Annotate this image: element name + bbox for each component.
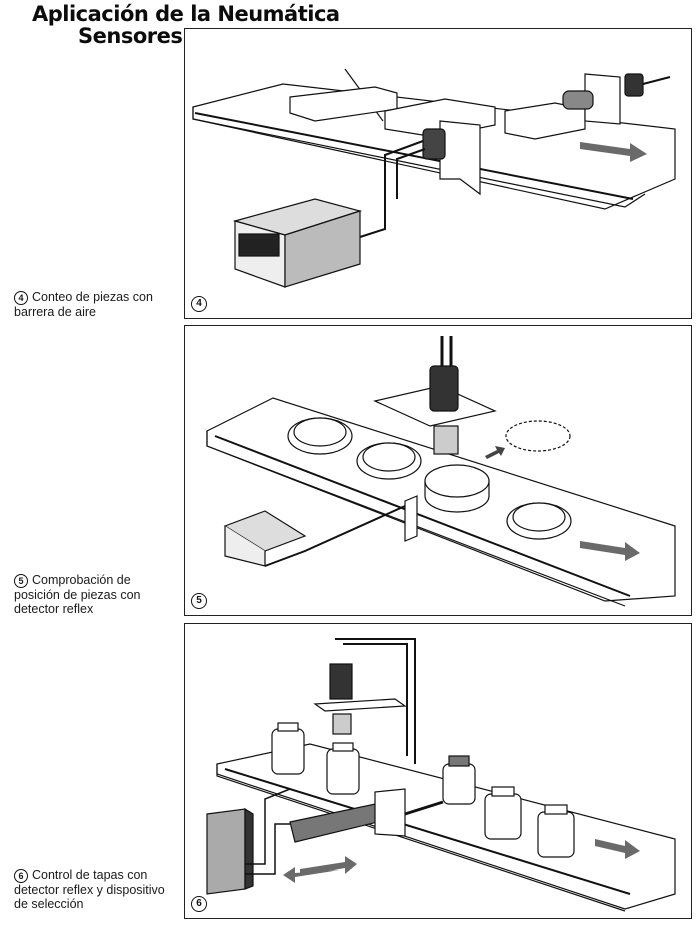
air-barrier-counting-illustration [192, 68, 676, 288]
cap-control-sorting-illustration [206, 638, 676, 912]
reflex-position-check-illustration [206, 336, 676, 607]
figure-number-badge: 6 [191, 896, 207, 912]
reflex-sensor [429, 365, 459, 412]
figure-panel-6: 6 [184, 623, 692, 919]
cylinder-bracket [404, 495, 418, 542]
arrow-right-icon [300, 856, 357, 876]
figure-number-badge: 4 [191, 296, 207, 312]
jar [326, 742, 360, 795]
page-title-line1: Aplicación de la Neumática [32, 2, 340, 26]
arrow-right-icon [580, 142, 647, 162]
sensor-mount-plate [313, 698, 407, 712]
figure-panel-5: 5 [184, 325, 692, 616]
ejected-disc-ghost [505, 420, 571, 452]
caption-text: Conteo de piezas con barrera de aire [14, 290, 153, 319]
air-barrier-emitter [422, 128, 446, 160]
page-title-line2: Sensores [78, 24, 183, 48]
figure-number-badge: 5 [191, 593, 207, 609]
sensor-frame [335, 638, 416, 764]
figure-number-badge: 4 [14, 291, 28, 305]
reflex-sensor [329, 663, 353, 700]
jar [271, 722, 305, 775]
figure-number-badge: 6 [14, 869, 28, 883]
sensor-bracket [439, 120, 481, 196]
caption-text: Control de tapas con detector reflex y d… [14, 868, 165, 911]
arrow-left-icon [283, 867, 340, 883]
valve-box [206, 808, 246, 895]
air-barrier-receiver [562, 90, 594, 110]
jar [442, 755, 476, 805]
workpiece-block [504, 102, 586, 140]
eject-arrow-icon [485, 446, 505, 459]
arrow-right-icon [595, 839, 640, 859]
cylinder-bracket [374, 788, 406, 837]
jar [537, 804, 575, 858]
arrow-right-icon [580, 541, 640, 561]
figure-panel-4: 4 [184, 28, 692, 319]
caption-text: Comprobación de posición de piezas con d… [14, 573, 141, 616]
figure-number-badge: 5 [14, 574, 28, 588]
jar [484, 786, 522, 840]
